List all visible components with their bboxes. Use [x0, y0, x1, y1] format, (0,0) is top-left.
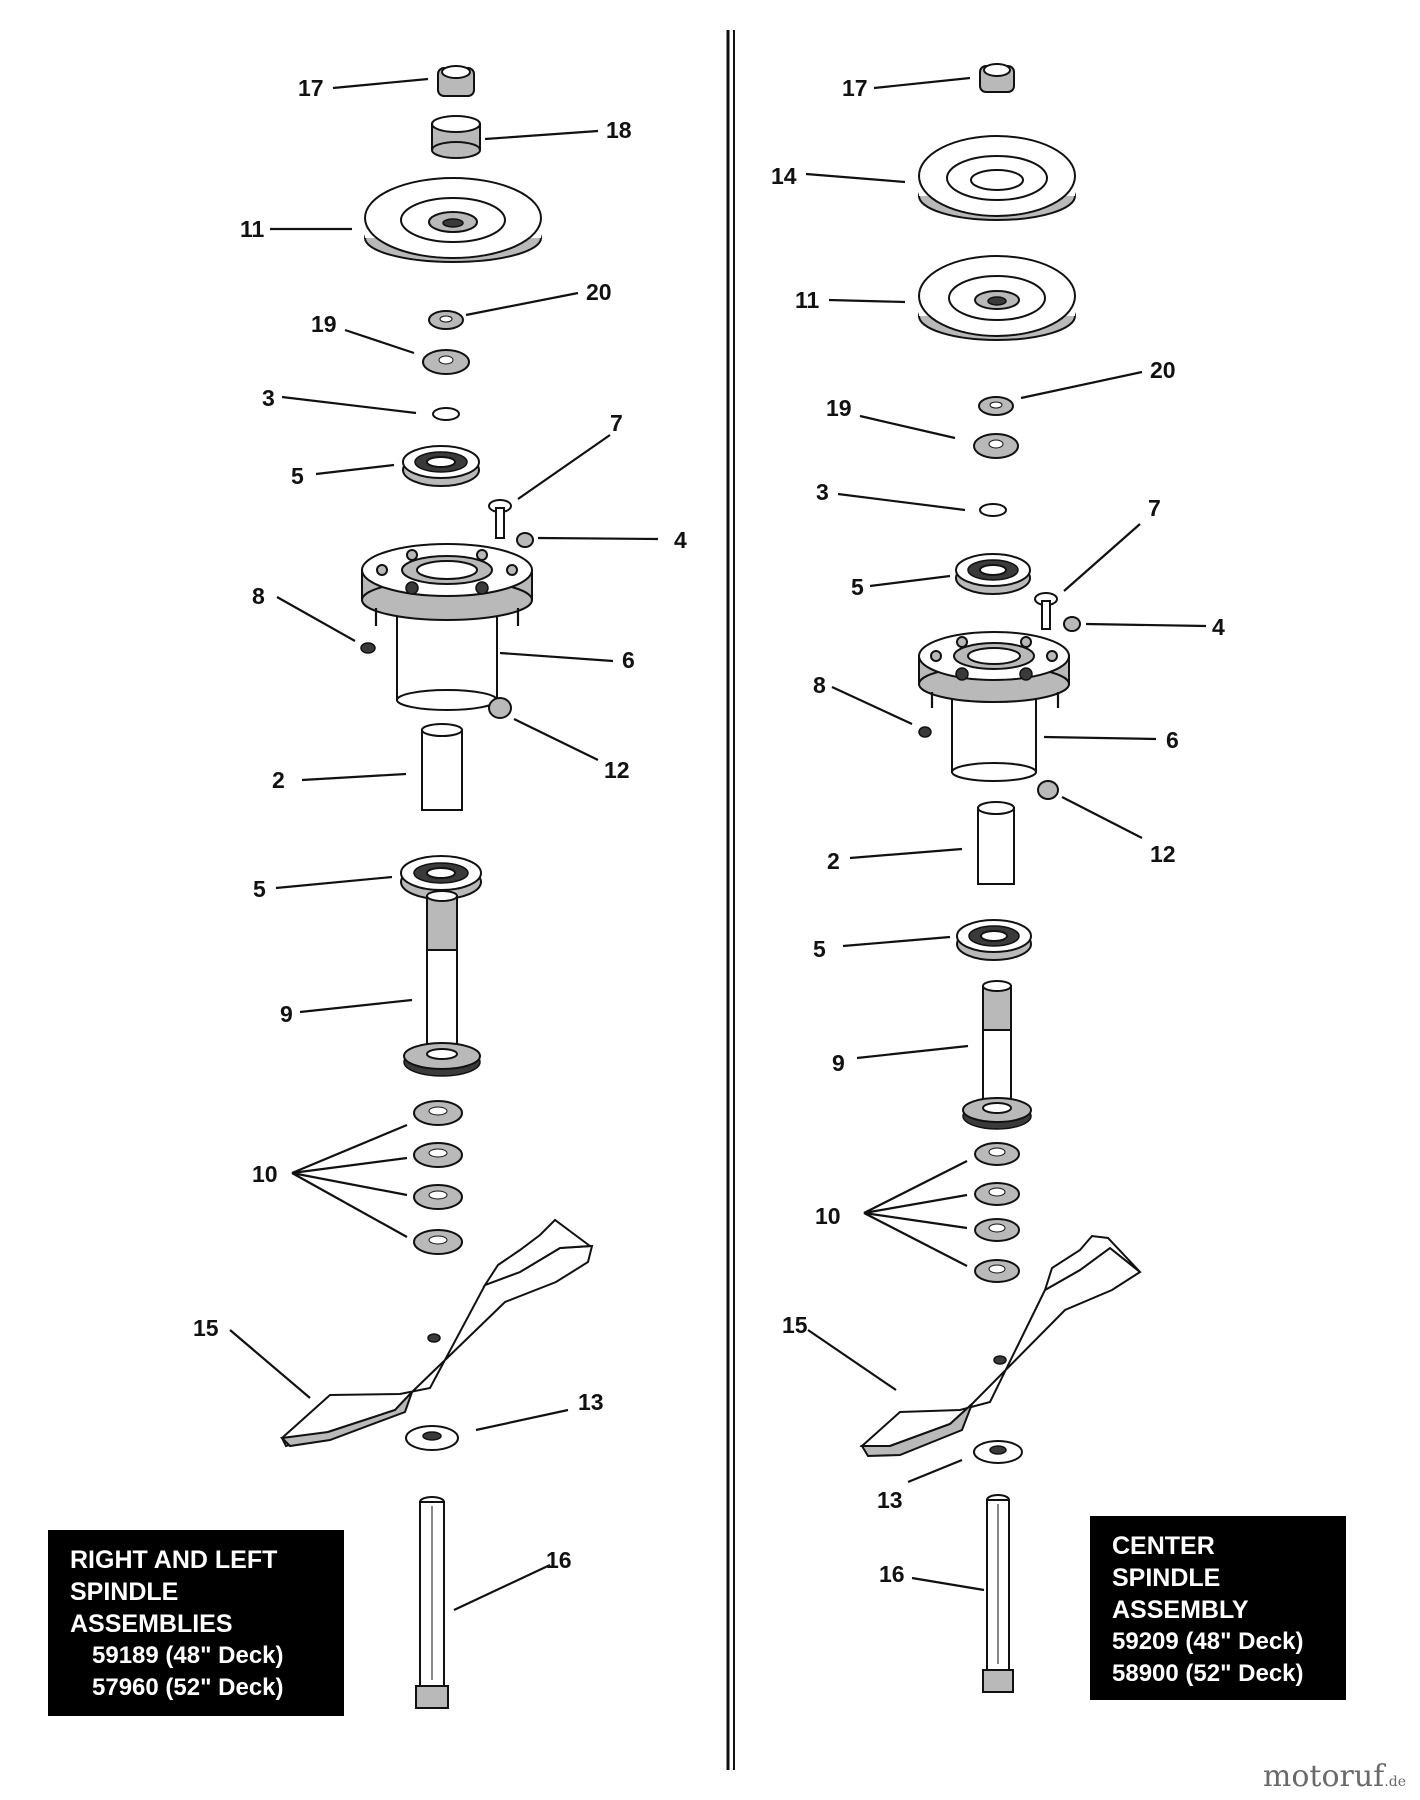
- right-part-3-snap-ring: [979, 503, 1007, 517]
- left-callout-20: 20: [586, 279, 612, 305]
- left-callout-19: 19: [311, 311, 337, 337]
- right-part-20-washer: [978, 396, 1014, 416]
- left-callout-5-bottom: 5: [253, 876, 266, 902]
- right-part-13-washer: [973, 1440, 1023, 1464]
- left-part-4-nut: [516, 532, 534, 548]
- right-part-19-washer: [973, 433, 1019, 459]
- left-box-part-1: 59189 (48" Deck): [92, 1642, 284, 1669]
- right-part-2-spacer-tube: [977, 801, 1015, 885]
- left-callout-3: 3: [262, 385, 275, 411]
- left-part-15-blade: [279, 1218, 594, 1448]
- left-callout-15: 15: [193, 1315, 219, 1341]
- left-box-part-2: 57960 (52" Deck): [92, 1674, 284, 1701]
- right-box-heading-line-3: ASSEMBLY: [1112, 1596, 1249, 1624]
- right-callout-8: 8: [813, 672, 826, 698]
- left-callout-17: 17: [298, 75, 324, 101]
- right-leader-lines: [805, 76, 1207, 1592]
- left-part-13-washer: [405, 1425, 459, 1451]
- right-assembly-label-box: CENTER SPINDLE ASSEMBLY 59209 (48" Deck)…: [1090, 1516, 1346, 1700]
- left-callout-11: 11: [240, 216, 265, 242]
- left-callout-5-top: 5: [291, 463, 304, 489]
- left-box-heading-line-2: SPINDLE: [70, 1578, 179, 1606]
- right-part-15-blade: [859, 1234, 1142, 1458]
- left-callout-9: 9: [280, 1001, 293, 1027]
- left-callout-7: 7: [610, 410, 623, 436]
- left-part-2-spacer-tube: [421, 723, 463, 811]
- right-callout-6: 6: [1166, 727, 1179, 753]
- right-callout-3: 3: [816, 479, 829, 505]
- right-part-7-carriage-bolt: [1034, 592, 1058, 630]
- right-callout-7: 7: [1148, 495, 1161, 521]
- left-part-5-bearing-bottom: [400, 855, 482, 900]
- right-box-heading-line-2: SPINDLE: [1112, 1564, 1221, 1592]
- right-part-5-bearing-top: [955, 553, 1031, 595]
- right-part-8-grease-fitting: [918, 726, 932, 738]
- right-part-11-pulley: [918, 255, 1076, 341]
- center-divider: [726, 30, 735, 1770]
- left-part-9-spindle-shaft: [403, 890, 481, 1077]
- right-spindle-assembly: 17 14 11 20 19 3 7 5 4 8 6 12 2 5 9 10 1…: [771, 63, 1225, 1693]
- left-callout-12: 12: [604, 757, 630, 783]
- right-part-14-pulley: [918, 135, 1076, 221]
- logo-suffix: .de: [1384, 1774, 1406, 1790]
- left-part-5-bearing-top: [402, 445, 480, 487]
- left-part-19-washer: [422, 349, 470, 375]
- right-callout-12: 12: [1150, 841, 1176, 867]
- right-part-12-nut: [1037, 780, 1059, 800]
- left-part-20-washer: [428, 310, 464, 330]
- right-part-10-washers: [974, 1142, 1020, 1283]
- right-callout-9: 9: [832, 1050, 845, 1076]
- left-callout-2: 2: [272, 767, 285, 793]
- right-callout-15: 15: [782, 1312, 808, 1338]
- right-callout-16: 16: [879, 1561, 905, 1587]
- left-part-11-pulley: [364, 177, 542, 263]
- left-callout-8: 8: [252, 583, 265, 609]
- right-part-16-bolt: [982, 1494, 1014, 1693]
- left-part-10-washers: [413, 1100, 463, 1255]
- right-box-part-1: 59209 (48" Deck): [1112, 1628, 1304, 1655]
- left-part-6-spindle-housing: [361, 543, 533, 711]
- right-callout-2: 2: [827, 848, 840, 874]
- left-callout-13: 13: [578, 1389, 604, 1415]
- right-box-heading-line-1: CENTER: [1112, 1532, 1215, 1560]
- left-callout-4: 4: [674, 527, 687, 553]
- right-callout-17: 17: [842, 75, 868, 101]
- left-part-16-bolt: [415, 1496, 449, 1709]
- right-part-9-spindle-shaft: [962, 980, 1032, 1130]
- left-box-heading-line-1: RIGHT AND LEFT: [70, 1546, 278, 1574]
- left-box-heading-line-3: ASSEMBLIES: [70, 1610, 233, 1638]
- right-part-17-nut: [979, 63, 1015, 93]
- right-callout-5-bottom: 5: [813, 936, 826, 962]
- logo-text: motoruf: [1262, 1759, 1385, 1794]
- right-callout-5-top: 5: [851, 574, 864, 600]
- left-assembly-label-box: RIGHT AND LEFT SPINDLE ASSEMBLIES 59189 …: [48, 1530, 344, 1716]
- motoruf-logo: motoruf.de: [1263, 1759, 1406, 1794]
- right-callout-19: 19: [826, 395, 852, 421]
- left-part-8-grease-fitting: [360, 642, 376, 654]
- right-callout-14: 14: [771, 163, 797, 189]
- left-callout-6: 6: [622, 647, 635, 673]
- right-box-part-2: 58900 (52" Deck): [1112, 1660, 1304, 1687]
- right-part-6-spindle-housing: [918, 631, 1070, 782]
- right-callout-11: 11: [795, 287, 820, 313]
- right-callout-4: 4: [1212, 614, 1225, 640]
- right-callout-20: 20: [1150, 357, 1176, 383]
- left-spindle-assembly: 17 18 11 20 19 3 7 5 4 8 6 12 2 5 9 10 1…: [193, 65, 687, 1709]
- left-part-7-carriage-bolt: [488, 499, 512, 539]
- left-callout-16: 16: [546, 1547, 572, 1573]
- left-part-18-spacer: [431, 115, 481, 159]
- left-callout-18: 18: [606, 117, 632, 143]
- right-callout-10: 10: [815, 1203, 841, 1229]
- right-part-5-bearing-bottom: [956, 919, 1032, 961]
- left-part-3-snap-ring: [432, 407, 460, 421]
- right-part-4-nut: [1063, 616, 1081, 632]
- left-callout-10: 10: [252, 1161, 278, 1187]
- left-part-17-nut: [437, 65, 475, 97]
- left-leader-lines: [229, 77, 659, 1611]
- left-part-12-nut: [488, 697, 512, 719]
- right-callout-13: 13: [877, 1487, 903, 1513]
